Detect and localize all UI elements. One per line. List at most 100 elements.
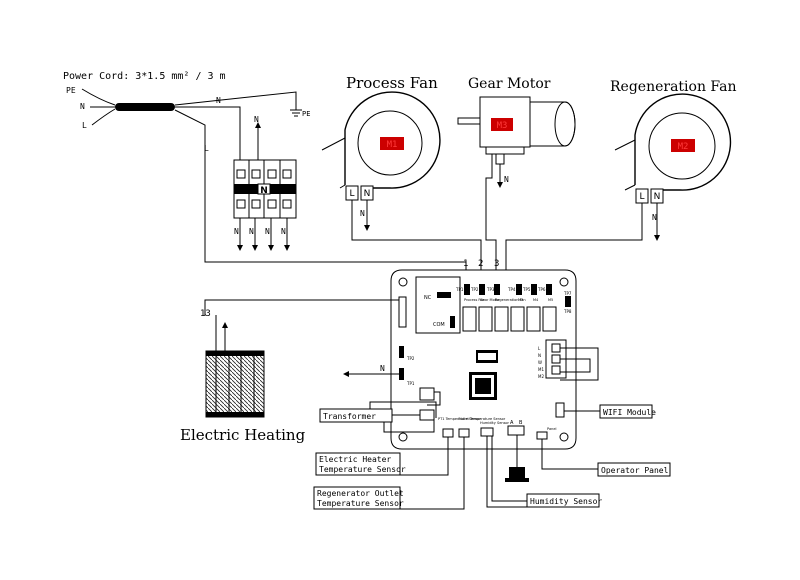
tp-connectors: TP1 TP2 TP3 TP4 TP5 TP6 TP7 TP8 Process … (455, 284, 572, 314)
pe-wire (174, 91, 297, 110)
circuit-breaker: N N N N N N (233, 115, 297, 251)
breaker-out-n-3: N (265, 227, 270, 236)
wifi-label: WIFI Module (603, 408, 656, 417)
n-wire (175, 106, 241, 160)
power-cord-label: Power Cord: 3*1.5 mm² / 3 m (63, 71, 226, 82)
microcontroller-chip (469, 372, 497, 400)
breaker-n-top-label: N (254, 115, 259, 124)
panel-pin-label: Panel (547, 427, 556, 431)
process-fan-display-text: M1 (387, 140, 398, 150)
regeneration-fan-display (671, 139, 695, 152)
tp1-label: TP1 (455, 287, 464, 292)
process-fan-scroll (344, 91, 441, 189)
breaker-out-n-4: N (281, 227, 286, 236)
humidity-sensor: Humidity Sensor (486, 435, 602, 508)
regeneration-fan-wheel (648, 112, 716, 180)
pe-wire-left (81, 88, 116, 106)
tp8-label: TP8 (563, 309, 572, 314)
tp2-label: TP2 (470, 287, 479, 292)
conn-label-3: W (538, 360, 542, 365)
humidity-pin-a: A (510, 420, 514, 426)
heater-temperature-sensor: Electric Heater Temperature Sensor (315, 437, 449, 476)
regeneration-fan-l-wire (505, 203, 643, 285)
transformer-label: Transformer (323, 412, 376, 421)
process-fan-title: Process Fan (346, 74, 438, 92)
regeneration-fan: Regeneration Fan M2 L N N (505, 79, 737, 285)
process-fan-n-label: N (360, 209, 365, 218)
wire-n-label: N (80, 102, 85, 111)
conn-label-1: L (538, 346, 541, 351)
conn-label-2: N (538, 353, 541, 358)
gear-motor: Gear Motor M3 N (457, 76, 576, 285)
regeneration-fan-term-n: N (654, 192, 661, 202)
wire-l-label: L (82, 121, 87, 130)
wire-number-1: 1 (463, 259, 468, 269)
relay-row (462, 306, 557, 332)
ground-label: PE (302, 110, 310, 118)
transformer: Transformer (319, 391, 441, 433)
humidity-sensor-body (509, 467, 525, 478)
electric-heater: Electric Heating (180, 322, 306, 444)
outlet-sensor-label-box (313, 486, 401, 510)
tp7-label: TP7 (563, 291, 572, 296)
sensor-label-2: Outlet Temperature Sensor (458, 417, 506, 421)
process-fan-wheel (357, 110, 423, 176)
heater-board-wire (204, 299, 399, 316)
relay-label-1: Process Fan (464, 298, 484, 302)
board-n-label: N (380, 364, 385, 373)
gear-motor-display (491, 118, 513, 131)
breaker-out-n-2: N (249, 227, 254, 236)
n-wire-label: N (216, 96, 221, 105)
breaker-n-label: N (260, 186, 268, 196)
sensor-label-1: PT1 Temperature Sensor (438, 417, 481, 421)
relay-com-label: COM (433, 322, 445, 328)
regeneration-fan-n-label: N (652, 213, 657, 222)
heater-title: Electric Heating (180, 426, 306, 444)
relay-label-6: M5 (548, 298, 553, 302)
tp3-label: TP3 (486, 287, 495, 292)
conn-label-4: M1 (538, 367, 544, 372)
sensor-label-3: Humidity Sensor (480, 421, 510, 425)
l-wire-left (91, 108, 116, 126)
l-wire (174, 109, 467, 285)
process-fan-term-l: L (349, 189, 354, 199)
gear-motor-title: Gear Motor (468, 76, 551, 92)
operator-panel-label: Operator Panel (601, 466, 669, 475)
wire-number-3: 3 (494, 259, 499, 269)
ground-icon (290, 109, 302, 117)
regeneration-fan-term-l: L (639, 192, 644, 202)
outlet-sensor-label-2: Temperature Sensor (317, 499, 404, 508)
process-fan-l-wire (351, 200, 482, 285)
tp5-label: TP5 (522, 287, 531, 292)
control-board: NC COM TP1 TP2 TP3 TP4 TP5 TP6 TP7 TP8 P… (390, 269, 599, 450)
relay-nc-label: NC (424, 295, 432, 301)
relay-label-4: M3 (518, 298, 523, 302)
regeneration-fan-title: Regeneration Fan (610, 79, 737, 95)
humidity-pin-b: B (519, 420, 523, 426)
heater-sensor-label-1: Electric Heater (319, 455, 391, 464)
tp4-label: TP4 (507, 287, 516, 292)
gear-motor-wire (485, 154, 497, 285)
regeneration-fan-display-text: M2 (678, 142, 689, 152)
process-fan-display (380, 137, 404, 150)
regeneration-fan-scroll (634, 93, 732, 191)
relay-label-5: M4 (533, 298, 539, 302)
process-fan-term-n: N (364, 189, 371, 199)
relay-block (415, 276, 461, 334)
heater-sensor-label-box (315, 452, 401, 476)
driver-chip (476, 350, 498, 363)
outlet-temperature-sensor: Regenerator Outlet Temperature Sensor (313, 437, 465, 510)
relay-label-3: Regeneration Fan (495, 298, 526, 302)
gear-motor-n-label: N (504, 175, 509, 184)
wire-pe-label: PE (66, 86, 76, 95)
relay-label-2: Gear Motor (480, 298, 500, 302)
tp-side-label-2: TP1 (406, 381, 415, 386)
wifi-module: WIFI Module (564, 404, 656, 419)
breaker-out-n-1: N (234, 227, 239, 236)
operator-panel: Operator Panel (541, 439, 671, 477)
tp-side-label-1: TP2 (406, 356, 415, 361)
conn-label-5: M2 (538, 374, 544, 379)
heater-body (205, 350, 265, 418)
heater-sensor-label-2: Temperature Sensor (319, 465, 406, 474)
